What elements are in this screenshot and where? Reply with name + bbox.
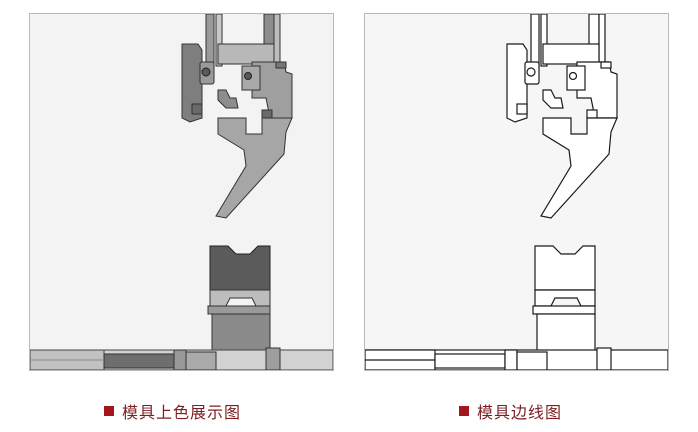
lower-die xyxy=(532,245,596,355)
upper-clamp xyxy=(506,14,618,123)
caption-bullet xyxy=(459,406,469,416)
base-rail xyxy=(30,347,333,370)
caption-text: 模具上色展示图 xyxy=(122,403,242,422)
lower-die xyxy=(207,245,271,355)
upper-clamp xyxy=(181,14,293,123)
base-rail xyxy=(365,347,668,370)
gooseneck-punch xyxy=(540,117,618,219)
outline-die-drawing xyxy=(365,14,668,370)
colored-die-caption: 模具上色展示图 xyxy=(104,401,242,422)
colored-die-drawing xyxy=(30,14,333,370)
caption-bullet xyxy=(104,406,114,416)
outline-die-caption: 模具边线图 xyxy=(459,401,563,422)
caption-text: 模具边线图 xyxy=(477,403,563,422)
colored-die-panel xyxy=(29,13,334,371)
gooseneck-punch xyxy=(215,117,293,219)
outline-die-panel xyxy=(364,13,669,371)
